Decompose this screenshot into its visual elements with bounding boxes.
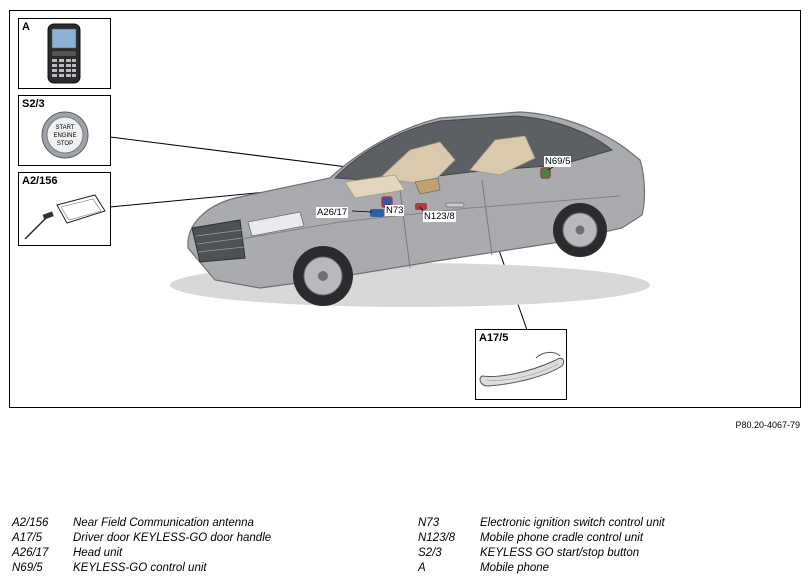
legend-code: A26/17 — [12, 547, 49, 559]
inset-mobile-phone: A — [18, 18, 111, 89]
interior-seat-rear — [469, 135, 536, 176]
component-n69-5 — [540, 167, 551, 179]
door-line-rear — [481, 179, 493, 256]
inset-door-handle: A17/5 — [475, 329, 567, 400]
legend-row: A17/5 Driver door KEYLESS-GO door handle — [12, 531, 271, 546]
inset-label: A2/156 — [22, 175, 58, 187]
component-a26-17 — [370, 209, 384, 217]
inset-start-stop-button: S2/3 START ENGINE STOP — [18, 95, 111, 166]
inset-label: A — [22, 21, 30, 33]
legend-row: N123/8 Mobile phone cradle control unit — [418, 531, 665, 546]
legend-desc: KEYLESS GO start/stop button — [480, 547, 640, 559]
legend-code: A2/156 — [12, 517, 49, 529]
legend-desc: KEYLESS-GO control unit — [73, 562, 207, 574]
legend-code: N123/8 — [418, 532, 456, 544]
button-text-start: START — [55, 125, 74, 131]
legend-code: S2/3 — [418, 547, 442, 559]
legend-row: N69/5 KEYLESS-GO control unit — [12, 561, 271, 576]
door-handle-on-car — [445, 202, 465, 208]
component-n123-8 — [415, 203, 427, 210]
legend-row: N73 Electronic ignition switch control un… — [418, 516, 665, 531]
legend-row: A2/156 Near Field Communication antenna — [12, 516, 271, 531]
callout-n69-5: N69/5 — [544, 156, 572, 167]
headlight — [247, 211, 305, 237]
legend-row: A26/17 Head unit — [12, 546, 271, 561]
inset-label: A17/5 — [479, 332, 509, 344]
button-text-stop: STOP — [57, 141, 73, 147]
side-mirror — [414, 177, 441, 195]
nfc-antenna-icon — [24, 194, 106, 240]
interior-dashboard — [344, 174, 406, 199]
legend-desc: Head unit — [73, 547, 123, 559]
legend-code: A — [418, 562, 426, 574]
legend-desc: Mobile phone cradle control unit — [480, 532, 644, 544]
mobile-phone-icon — [47, 23, 81, 84]
legend-right: N73 Electronic ignition switch control un… — [418, 516, 665, 576]
legend-row: A Mobile phone — [418, 561, 665, 576]
callout-a26-17: A26/17 — [316, 207, 349, 218]
legend-desc: Electronic ignition switch control unit — [480, 517, 665, 529]
legend-code: A17/5 — [12, 532, 43, 544]
legend-desc: Near Field Communication antenna — [73, 517, 254, 529]
inset-label: S2/3 — [22, 98, 45, 110]
callout-n73: N73 — [385, 205, 405, 216]
legend-desc: Driver door KEYLESS-GO door handle — [73, 532, 272, 544]
start-stop-button-icon: START ENGINE STOP — [41, 111, 89, 159]
button-text-engine: ENGINE — [53, 133, 76, 139]
legend-code: N69/5 — [12, 562, 43, 574]
diagram-frame — [9, 10, 801, 408]
legend-desc: Mobile phone — [480, 562, 550, 574]
inset-nfc-antenna: A2/156 — [18, 172, 111, 246]
legend-code: N73 — [418, 517, 440, 529]
door-line-front — [399, 189, 411, 269]
door-handle-icon — [479, 351, 565, 387]
callout-n123-8: N123/8 — [423, 211, 456, 222]
legend-left: A2/156 Near Field Communication antenna A… — [12, 516, 271, 576]
car-side-line — [234, 195, 621, 241]
legend-row: S2/3 KEYLESS GO start/stop button — [418, 546, 665, 561]
figure-reference: P80.20-4067-79 — [735, 420, 800, 430]
